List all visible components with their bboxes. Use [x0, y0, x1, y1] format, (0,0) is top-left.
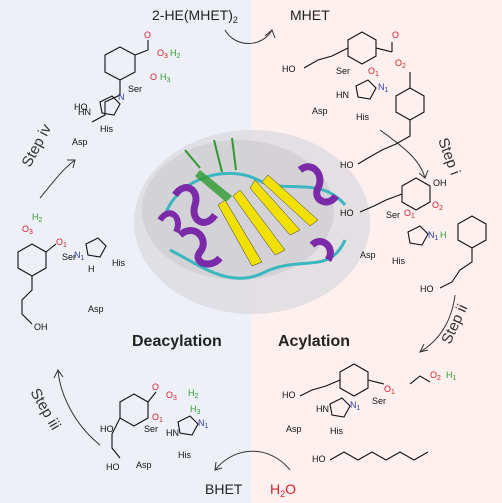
svg-text:H: H [88, 264, 95, 274]
svg-text:Ser: Ser [386, 210, 400, 220]
atom-n1-iv: N [118, 92, 125, 102]
svg-text:H: H [440, 230, 447, 240]
svg-text:Asp: Asp [136, 460, 152, 470]
svg-text:Asp: Asp [286, 424, 302, 434]
svg-text:HO: HO [340, 160, 354, 170]
atom-o1-top: O1 [368, 66, 379, 78]
structure-left-middle: O3 H2 O1 Ser N1 H His OH Asp [17, 212, 125, 332]
svg-text:HO: HO [282, 390, 296, 400]
atom-n1-mid: N1 [428, 230, 439, 242]
atom-h2: H2 [170, 48, 181, 60]
svg-text:HO: HO [106, 462, 120, 472]
cycle-arrows [39, 29, 456, 471]
svg-text:HN: HN [166, 428, 179, 438]
svg-text:Ser: Ser [372, 396, 386, 406]
atom-h2-bot: H2 [188, 388, 199, 400]
atom-o1-iii: O1 [152, 412, 163, 424]
svg-text:HO: HO [312, 454, 326, 464]
svg-text:HN: HN [316, 404, 329, 414]
svg-text:His: His [392, 256, 405, 266]
svg-text:OH: OH [34, 322, 48, 332]
atom-o-carbonyl: O [144, 30, 151, 40]
svg-text:His: His [356, 112, 369, 122]
atom-h1-bot: H1 [446, 370, 457, 382]
label-mhet: MHET [290, 7, 330, 23]
svg-text:Ser: Ser [336, 66, 350, 76]
structure-step-ii: O1 Ser O2 H1 HO N1 HN His Asp HO [282, 363, 457, 464]
atom-n1-iii: N1 [198, 418, 209, 430]
atom-o2-top: O2 [395, 58, 406, 70]
svg-text:HO: HO [340, 208, 354, 218]
atom-o3-left: O3 [22, 224, 33, 236]
svg-text:Asp: Asp [88, 304, 104, 314]
structure-step-i-start: O O2 O1 Ser HO N1 HN His Asp HO [282, 30, 425, 170]
svg-text:Ser: Ser [62, 252, 76, 262]
atom-h3: H3 [160, 72, 171, 84]
atom-o3-bot: O3 [166, 390, 177, 402]
label-2-he-mhet2: 2-HE(MHET)2 [152, 7, 238, 25]
atom-h3-bot: H3 [190, 404, 201, 416]
label-water: H2O [270, 481, 296, 499]
atom-o2-bot: O2 [430, 370, 441, 382]
svg-text:O: O [392, 30, 399, 40]
svg-text:Asp: Asp [72, 137, 88, 147]
svg-text:HN: HN [336, 90, 349, 100]
svg-text:Ser: Ser [144, 424, 158, 434]
atom-h2-left: H2 [32, 212, 43, 224]
svg-text:O: O [152, 382, 159, 392]
structure-step-iv: O O3 H2 O H3 HO Ser N HN His Asp [72, 30, 181, 147]
svg-text:His: His [178, 450, 191, 460]
atom-n1-top: N1 [378, 82, 389, 94]
atom-n1-bot: N1 [350, 400, 361, 412]
label-bhet: BHET [205, 481, 243, 497]
svg-text:OH: OH [433, 178, 447, 188]
svg-text:Ser: Ser [128, 84, 142, 94]
svg-text:His: His [100, 124, 113, 134]
svg-text:HN: HN [78, 107, 91, 117]
svg-text:Asp: Asp [360, 250, 376, 260]
svg-text:HO: HO [100, 424, 114, 434]
svg-text:HO: HO [74, 102, 88, 112]
svg-text:HO: HO [282, 64, 296, 74]
svg-text:His: His [112, 258, 125, 268]
atom-o1-left: O1 [56, 237, 67, 249]
structure-step-iii: O O3 H2 H3 O1 Ser N1 HN His HO HO Asp [100, 382, 209, 472]
atom-n1-left: N1 [74, 250, 85, 262]
svg-text:Asp: Asp [312, 106, 328, 116]
label-acylation: Acylation [278, 333, 350, 350]
enzyme-structure [134, 130, 370, 314]
atom-o2-mid: O2 [432, 200, 443, 212]
atom-o: O [150, 72, 157, 82]
atom-o1-mid: O1 [404, 208, 415, 220]
svg-text:HO: HO [420, 284, 434, 294]
atom-o3: O3 [157, 48, 168, 60]
label-deacylation: Deacylation [132, 333, 222, 350]
atom-o1-bot: O1 [384, 384, 395, 396]
structure-step-i-tetrahedral: OH O2 O1 Ser HO N1 H His Asp HO [340, 177, 487, 294]
svg-text:His: His [330, 426, 343, 436]
